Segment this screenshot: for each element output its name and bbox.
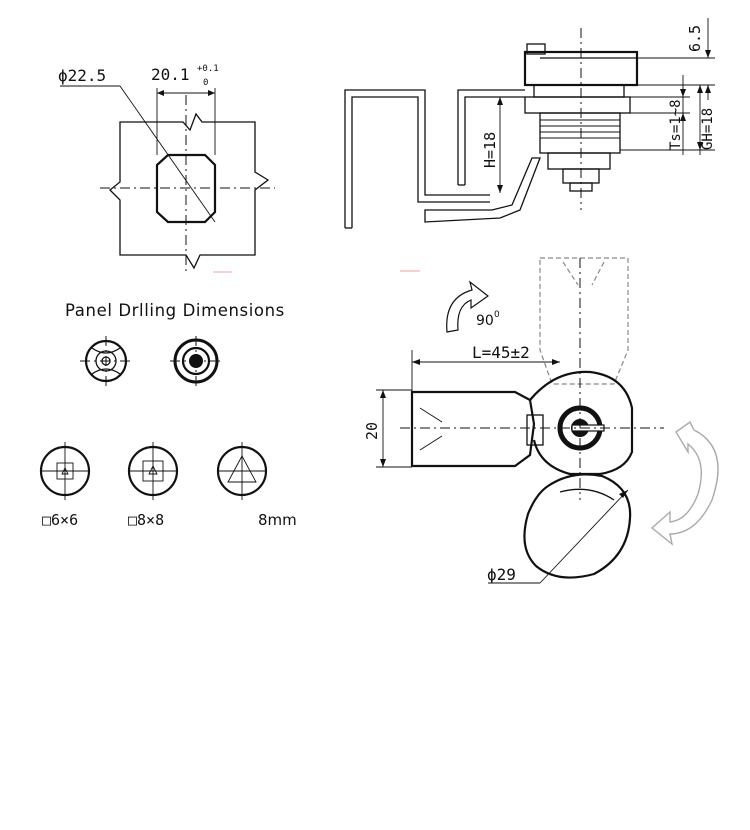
lock-nut: [524, 96, 631, 114]
drilling-symbol-double: [170, 336, 222, 386]
lock-body: [529, 370, 634, 476]
key-type-label: □8×8: [128, 511, 164, 529]
width-dimension: 20: [363, 422, 381, 440]
rotation-label: 90: [476, 313, 494, 329]
cutout-hole: [155, 153, 217, 224]
cam-diameter-label: ϕ29: [487, 565, 516, 584]
cutout-width-label: 20.1: [151, 65, 190, 84]
grip-height-dimension: GH=18: [700, 108, 716, 150]
length-dimension: L=45±2: [472, 343, 530, 362]
panel-cutout-view: ϕ22.5 20.1 +0.1 0: [58, 64, 420, 275]
front-view: 90 0 L=45±2 20: [363, 257, 719, 584]
key-type-triangle-8mm: [216, 442, 268, 500]
cutout-tolerance-lower: 0: [203, 78, 208, 88]
rotate-90-icon: [446, 280, 490, 333]
key-type-label: □6×6: [42, 511, 78, 529]
height-dimension: H=18: [481, 132, 499, 168]
side-section-view: H=18 6.5 Ts=1~8 GH=18: [344, 18, 716, 229]
panel-thickness-dimension: Ts=1~8: [668, 99, 684, 150]
key-type-square-6: [39, 442, 91, 500]
rotation-direction-icon: [650, 420, 719, 546]
cam-arm: [410, 390, 536, 468]
key-type-label: 8mm: [258, 511, 297, 529]
drilling-symbol-single: [80, 336, 132, 386]
cutout-diameter-label: ϕ22.5: [58, 66, 106, 85]
key-type-square-8: [127, 442, 179, 500]
rotation-degree-sup: 0: [494, 310, 500, 320]
round-cam: [523, 473, 632, 579]
drilling-heading: Panel Drlling Dimensions: [65, 301, 285, 320]
top-offset-dimension: 6.5: [686, 25, 704, 52]
cutout-tolerance-upper: +0.1: [197, 64, 219, 74]
